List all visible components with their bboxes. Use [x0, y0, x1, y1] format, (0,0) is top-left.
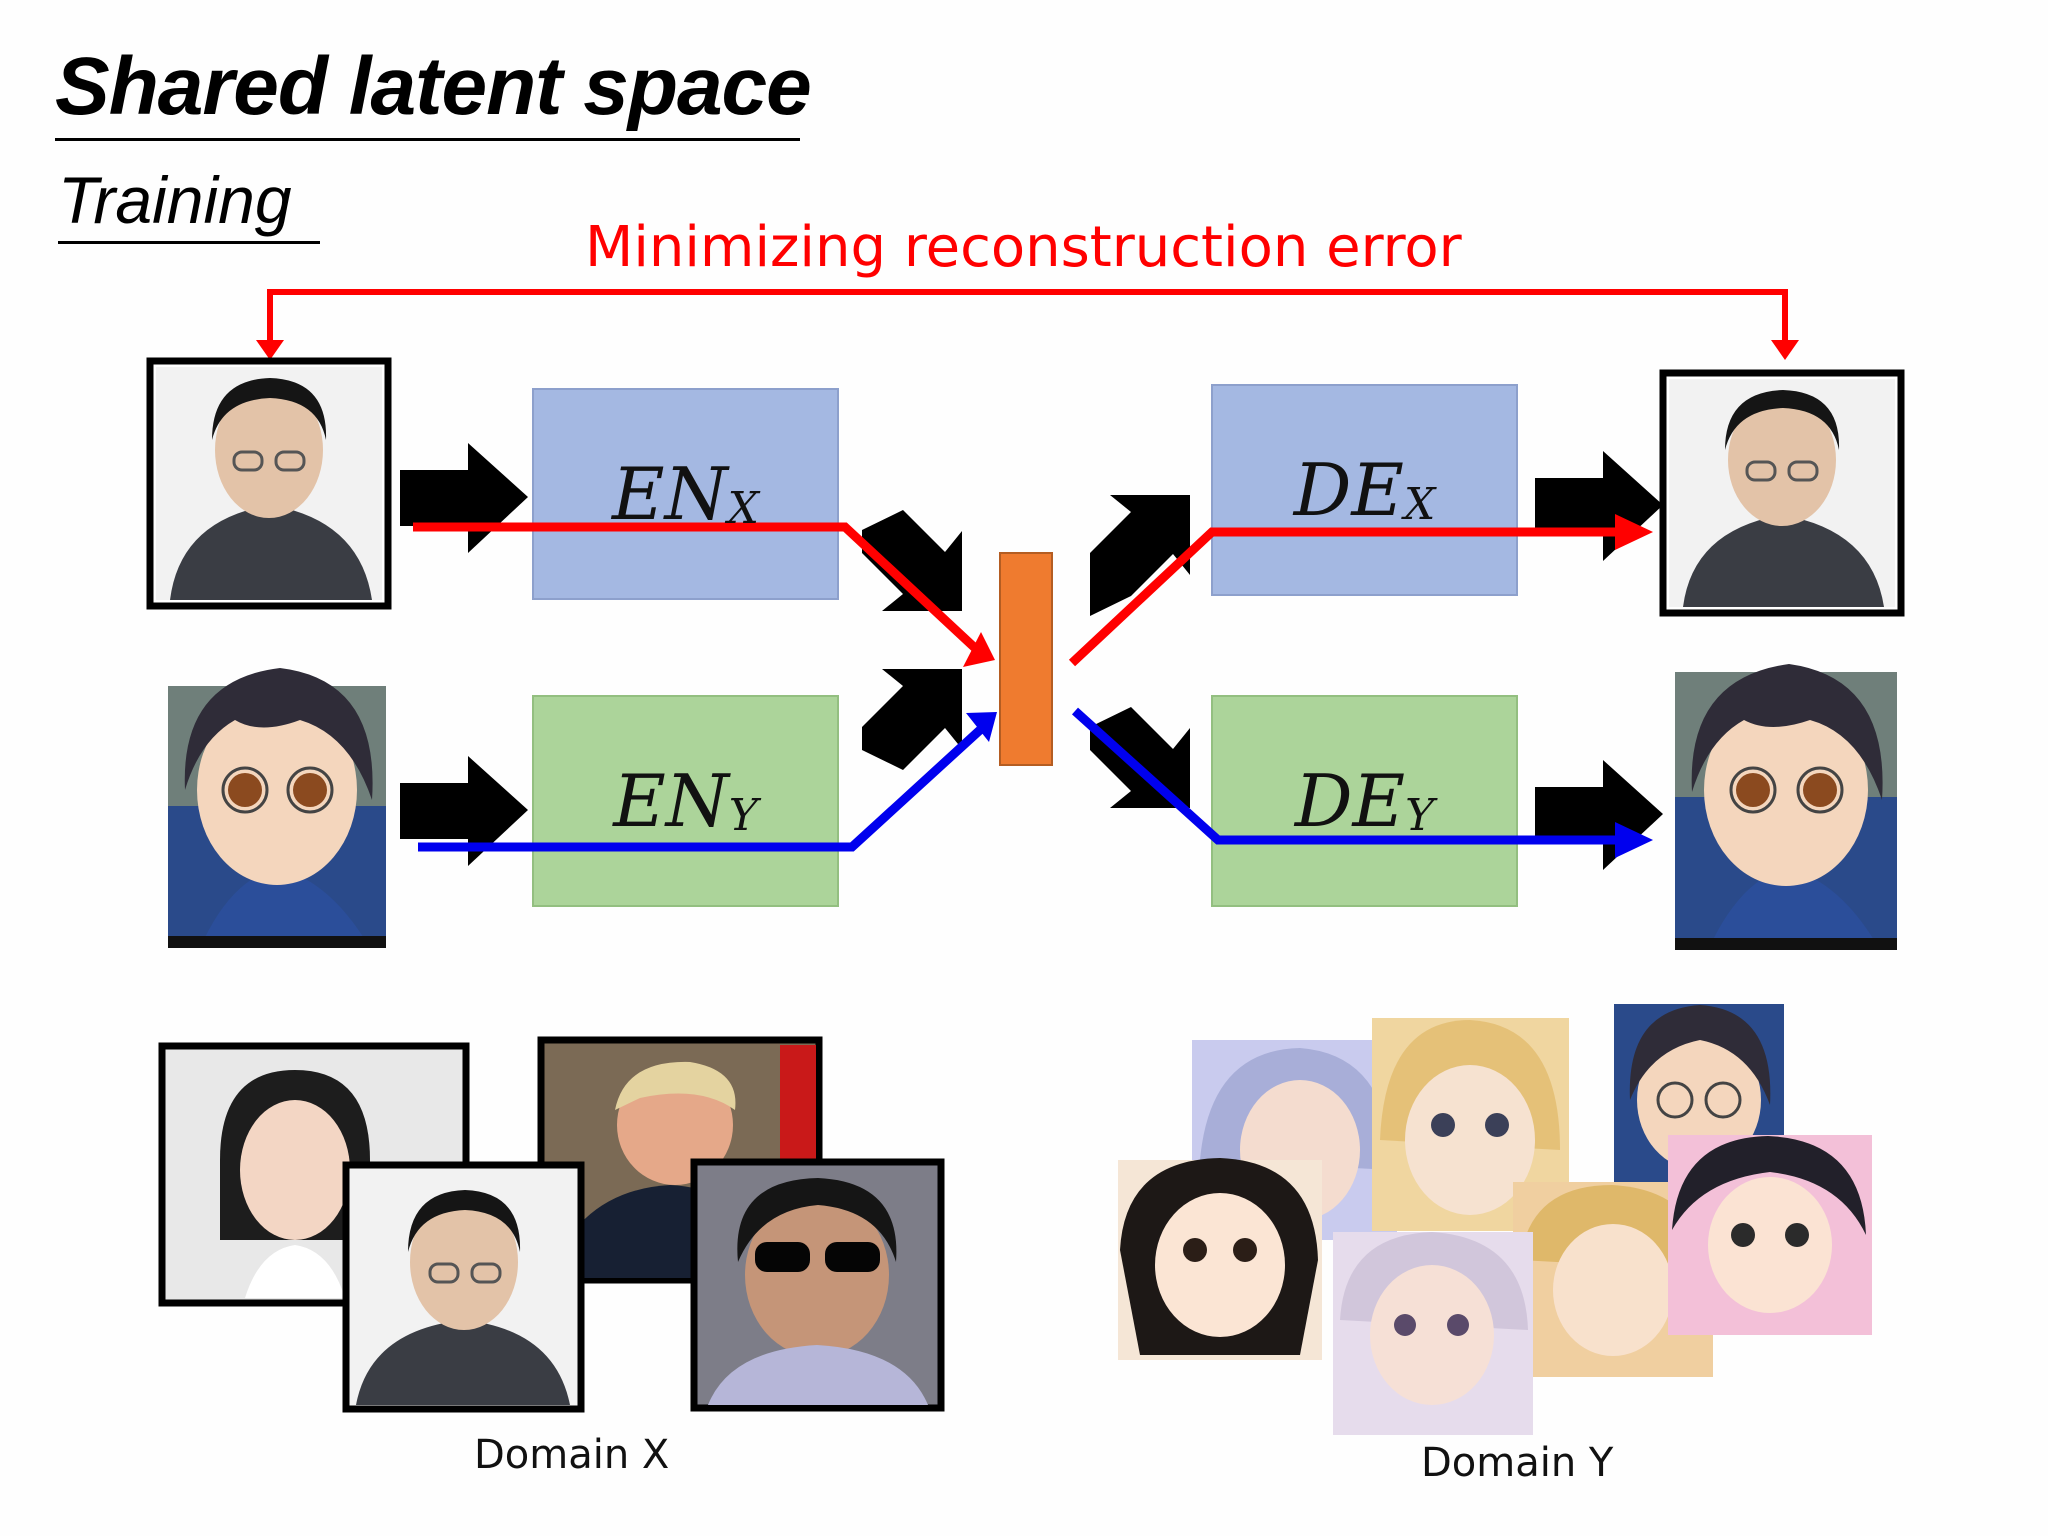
flow-arrow-latent-dey: [1090, 707, 1190, 808]
reconstruction-bracket: [256, 289, 1799, 360]
output-x-real-face: [1659, 369, 1905, 617]
flow-arrow-input-y: [400, 756, 528, 866]
decoder-x-name: DE: [1293, 448, 1404, 532]
glasses-icon: [1729, 766, 1777, 814]
glasses-icon: [1656, 1081, 1694, 1119]
sunglasses-icon: [755, 1242, 810, 1272]
face-shape: [215, 382, 323, 518]
flow-arrow-latent-dex: [1090, 495, 1190, 616]
decoder-x-box: [1211, 384, 1518, 596]
domain-x-label: Domain X: [474, 1432, 670, 1478]
encoder-y-name: EN: [613, 759, 729, 843]
subtitle-underline: [58, 241, 320, 244]
flow-arrow-eny-latent: [862, 669, 962, 770]
hair-shape: [212, 378, 327, 440]
decoder-x-subscript: X: [1403, 478, 1436, 530]
domain-y-label: Domain Y: [1421, 1440, 1614, 1486]
encoder-y-subscript: Y: [728, 789, 758, 841]
input-y-anime-face: [168, 668, 386, 948]
encoder-x-name: EN: [612, 452, 728, 536]
reconstruction-bracket-line: [267, 289, 1788, 352]
glasses-icon: [428, 1262, 460, 1284]
flow-arrow-output-y: [1535, 760, 1663, 870]
title-underline: [55, 138, 800, 141]
latent-code-bar: [999, 552, 1053, 766]
encoder-y-box: [532, 695, 839, 907]
decoder-y-box: [1211, 695, 1518, 907]
decoder-y-name: DE: [1294, 759, 1406, 843]
shirt-shape: [170, 505, 372, 600]
decoder-y-subscript: Y: [1405, 789, 1435, 841]
path-x-encoder: [413, 522, 979, 652]
slide-subtitle: Training: [58, 163, 292, 237]
flow-arrow-input-x: [400, 443, 528, 553]
path-y-encoder: [418, 726, 984, 852]
encoder-x-subscript: X: [727, 482, 759, 534]
glasses-icon: [232, 450, 264, 472]
glasses-icon: [221, 766, 269, 814]
bracket-right-arrowhead: [1771, 340, 1799, 360]
output-y-anime-face: [1675, 664, 1897, 950]
domain-y-collage: [1118, 1004, 1872, 1435]
slide-title: Shared latent space: [55, 41, 812, 132]
bracket-left-arrowhead: [256, 340, 284, 360]
flow-arrow-enx-latent: [862, 510, 962, 611]
path-y-decoder: [1071, 707, 1625, 845]
glasses-icon: [1745, 460, 1777, 482]
encoder-x-box: [532, 388, 839, 600]
reconstruction-objective-label: Minimizing reconstruction error: [585, 215, 1462, 280]
input-x-real-face: [146, 357, 392, 610]
path-x-decoder: [1068, 527, 1625, 667]
domain-x-collage: [158, 1036, 945, 1413]
flow-arrow-output-x: [1535, 451, 1663, 561]
